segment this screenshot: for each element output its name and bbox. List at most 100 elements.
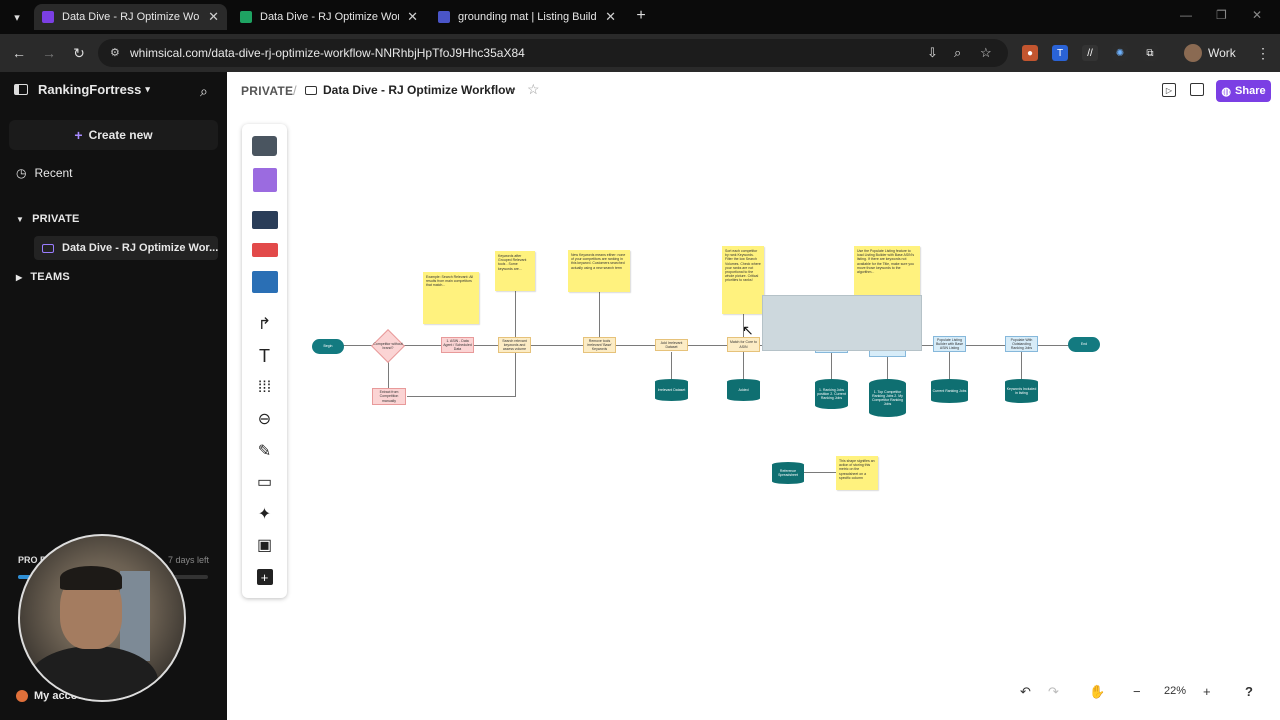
- breadcrumb-private[interactable]: PRIVATE: [241, 84, 294, 98]
- end-node[interactable]: End: [1068, 337, 1100, 352]
- share-button[interactable]: ◍ Share: [1216, 80, 1271, 102]
- undo-icon[interactable]: ↶: [1020, 684, 1031, 699]
- tool-sequence-icon[interactable]: [251, 270, 278, 294]
- search-icon[interactable]: ⌕: [200, 83, 208, 99]
- profile-button[interactable]: Work: [1184, 41, 1236, 65]
- browser-tab-3[interactable]: grounding mat | Listing Builder ✕: [430, 4, 624, 30]
- forward-icon[interactable]: →: [42, 45, 56, 61]
- new-tab-icon[interactable]: +: [636, 7, 646, 24]
- extension-cookie-icon[interactable]: ●: [1022, 45, 1038, 61]
- sticky-note[interactable]: Sort each competitor by rank Keywords. F…: [722, 246, 764, 314]
- decision-label: Competitor without brand?: [373, 341, 403, 350]
- link-tool-icon[interactable]: ⊖: [257, 411, 272, 428]
- back-icon[interactable]: ←: [12, 45, 26, 61]
- database-node[interactable]: 1. Ranking Jobs position 2. Current Rank…: [815, 379, 848, 409]
- account-avatar: [16, 690, 28, 702]
- zoom-out-icon[interactable]: −: [1133, 684, 1141, 699]
- maximize-icon[interactable]: ❐: [1216, 8, 1227, 22]
- browser-tab-1[interactable]: Data Dive - RJ Optimize Workflo ✕: [34, 4, 227, 30]
- sidebar-section-private[interactable]: ▼ PRIVATE: [16, 213, 80, 225]
- sidebar-doc-item[interactable]: Data Dive - RJ Optimize Wor...: [34, 236, 218, 260]
- sidebar-section-label: TEAMS: [30, 271, 70, 283]
- step-node[interactable]: Add Irrelevant Dataset: [655, 339, 688, 351]
- database-node[interactable]: Irrelevant Dataset: [655, 379, 688, 401]
- present-icon[interactable]: ▷: [1162, 83, 1176, 97]
- chevron-down-icon: ▾: [145, 84, 150, 94]
- sticky-note[interactable]: Use the Populate Listing feature to load…: [854, 246, 920, 298]
- begin-node[interactable]: Begin: [312, 339, 344, 354]
- section-tool-icon[interactable]: ▭: [256, 474, 273, 491]
- comments-icon[interactable]: [1190, 83, 1204, 96]
- favorite-star-icon[interactable]: ☆: [527, 81, 540, 97]
- legend-section[interactable]: [762, 295, 922, 351]
- text-tool-icon[interactable]: T: [259, 345, 270, 366]
- tool-mindmap-icon[interactable]: [251, 238, 278, 262]
- tool-wireframe-icon[interactable]: [251, 208, 278, 232]
- grid-tool-icon[interactable]: ⁞⁞⁞: [257, 379, 272, 396]
- tab-title: grounding mat | Listing Builder: [458, 11, 598, 23]
- browser-menu-icon[interactable]: ⋮: [1256, 44, 1270, 61]
- redo-icon[interactable]: ↷: [1048, 684, 1059, 699]
- zoom-icon[interactable]: ⌕: [954, 45, 962, 60]
- hand-pan-icon[interactable]: ✋: [1089, 684, 1106, 699]
- sidebar-item-recent[interactable]: ◷ Recent: [16, 166, 73, 180]
- tool-flowchart-icon[interactable]: [251, 134, 278, 158]
- extract-manual-node[interactable]: Extract from Competition manually: [372, 388, 406, 405]
- reload-icon[interactable]: ↻: [73, 44, 85, 61]
- close-tab-icon[interactable]: ✕: [407, 9, 418, 24]
- database-node[interactable]: Added: [727, 379, 760, 401]
- connector-arrow-icon[interactable]: ↱: [257, 316, 272, 333]
- extensions-puzzle-icon[interactable]: ⧉: [1142, 45, 1158, 61]
- database-node[interactable]: Current Ranking Jobs: [931, 379, 968, 403]
- zoom-in-icon[interactable]: +: [1203, 684, 1211, 699]
- install-app-icon[interactable]: ⇩: [927, 45, 938, 60]
- caret-right-icon: ▶: [16, 272, 23, 282]
- close-tab-icon[interactable]: ✕: [208, 9, 219, 24]
- chevron-down-icon[interactable]: ⌄: [509, 83, 518, 94]
- flow-connector: [388, 352, 389, 392]
- workspace-switcher[interactable]: RankingFortress ▾: [14, 82, 150, 97]
- minimize-icon[interactable]: —: [1180, 8, 1192, 22]
- share-label: Share: [1235, 85, 1266, 97]
- sticky-note[interactable]: New Keywords means either: none of your …: [568, 250, 630, 292]
- browser-tab-2[interactable]: Data Dive - RJ Optimize Workflo ✕: [232, 4, 426, 30]
- legend-note: This shape signifies an action of storin…: [836, 456, 878, 490]
- extension-t-icon[interactable]: T: [1052, 45, 1068, 61]
- site-info-icon[interactable]: ⚙: [110, 47, 120, 59]
- sticky-note[interactable]: Example: Search Relevant: All results fr…: [423, 272, 479, 324]
- ai-sparkle-icon[interactable]: ✦: [257, 506, 272, 523]
- close-window-icon[interactable]: ✕: [1252, 8, 1263, 22]
- step-node[interactable]: Search relevant keywords and assess volu…: [498, 337, 531, 353]
- trial-days-left: 7 days left: [168, 555, 210, 565]
- board-icon: [42, 243, 54, 253]
- pen-tool-icon[interactable]: ✎: [257, 443, 272, 460]
- help-icon[interactable]: ?: [1245, 684, 1253, 699]
- table-tool-icon[interactable]: ▣: [256, 537, 273, 554]
- url-text[interactable]: whimsical.com/data-dive-rj-optimize-work…: [130, 46, 525, 60]
- extension-react-icon[interactable]: ✺: [1112, 45, 1128, 61]
- step-node[interactable]: Remove tools irrelevant 'Base' Keywords: [583, 337, 616, 353]
- more-tools-icon[interactable]: +: [251, 565, 278, 589]
- legend-database: Reference Spreadsheet: [772, 462, 804, 484]
- tab-search-chevron-icon[interactable]: ▾: [14, 11, 20, 24]
- breadcrumb-doc[interactable]: Data Dive - RJ Optimize Workflow: [305, 83, 515, 97]
- close-tab-icon[interactable]: ✕: [605, 9, 616, 24]
- db-connector: [831, 350, 832, 380]
- step-node[interactable]: Populate With Outstanding Ranking Jobs: [1005, 336, 1038, 352]
- sidebar-section-teams[interactable]: ▶ TEAMS: [16, 271, 70, 283]
- zoom-level[interactable]: 22%: [1164, 685, 1187, 697]
- extension-slash-icon[interactable]: //: [1082, 45, 1098, 61]
- database-node[interactable]: 1. Top Competitor Ranking Jobs 2. My Com…: [869, 379, 906, 417]
- sticky-note[interactable]: Keywords after Grouped Relevant tools - …: [495, 251, 535, 291]
- step-node[interactable]: Populate Listing Builder with Base ASIN …: [933, 336, 966, 352]
- step-node[interactable]: Match for Core to ASIN: [727, 337, 760, 352]
- address-bar[interactable]: ⚙ whimsical.com/data-dive-rj-optimize-wo…: [98, 39, 1008, 67]
- tool-sticky-note-icon[interactable]: [251, 168, 278, 192]
- step-node[interactable]: 1. ASIN - Data Agent / Scheduled Data: [441, 337, 474, 353]
- sidebar-toggle-icon[interactable]: [14, 84, 28, 95]
- db-connector: [887, 357, 888, 379]
- database-node[interactable]: Keywords Included in listing: [1005, 379, 1038, 403]
- create-new-button[interactable]: + Create new: [9, 120, 218, 150]
- bookmark-star-icon[interactable]: ☆: [980, 45, 992, 60]
- webcam-overlay: [18, 534, 186, 702]
